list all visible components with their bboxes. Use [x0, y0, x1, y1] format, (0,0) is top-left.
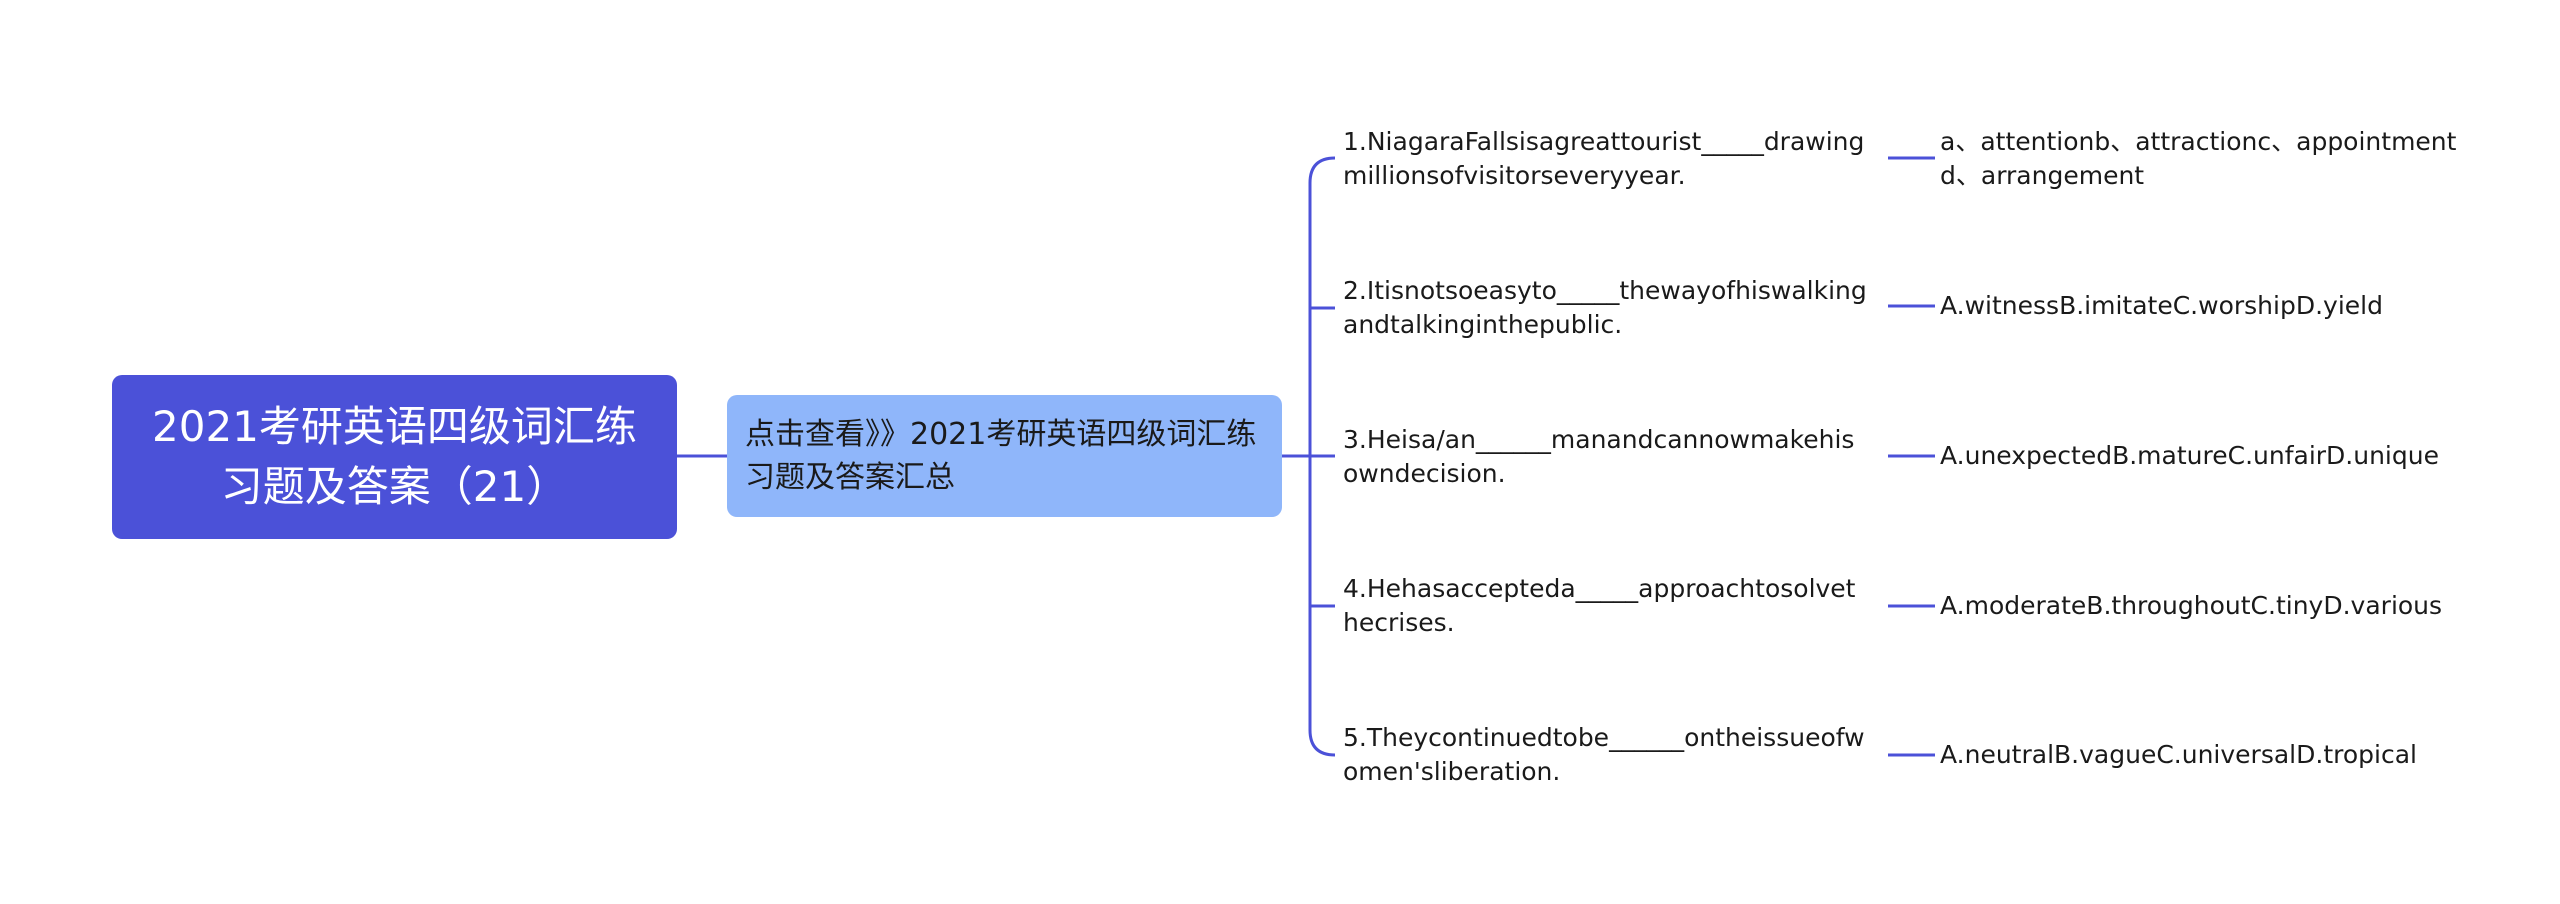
root-topic-label: 2021考研英语四级词汇练习题及答案（21）: [152, 402, 637, 511]
question-4-text: 4.Hehasaccepteda_____approachtosolvethec…: [1343, 574, 1856, 637]
answer-4[interactable]: A.moderateB.throughoutC.tinyD.various: [1940, 589, 2480, 623]
question-3[interactable]: 3.Heisa/an______manandcannowmakehisownde…: [1343, 423, 1868, 491]
question-4[interactable]: 4.Hehasaccepteda_____approachtosolvethec…: [1343, 572, 1868, 640]
answer-4-text: A.moderateB.throughoutC.tinyD.various: [1940, 591, 2443, 620]
question-3-text: 3.Heisa/an______manandcannowmakehisownde…: [1343, 425, 1855, 488]
answer-2[interactable]: A.witnessB.imitateC.worshipD.yield: [1940, 289, 2480, 323]
question-5-text: 5.Theycontinuedtobe______ontheissueofwom…: [1343, 723, 1865, 786]
answer-3-text: A.unexpectedB.matureC.unfairD.unique: [1940, 441, 2439, 470]
question-1-text: 1.NiagaraFallsisagreattourist_____drawin…: [1343, 127, 1865, 190]
summary-link-label: 点击查看》》2021考研英语四级词汇练习题及答案汇总: [745, 417, 1257, 495]
answer-1[interactable]: a、attentionb、attractionc、appointmentd、ar…: [1940, 125, 2480, 193]
answer-5[interactable]: A.neutralB.vagueC.universalD.tropical: [1940, 738, 2480, 772]
question-5[interactable]: 5.Theycontinuedtobe______ontheissueofwom…: [1343, 721, 1868, 789]
question-2-text: 2.Itisnotsoeasyto_____thewayofhiswalking…: [1343, 276, 1867, 339]
summary-link-topic[interactable]: 点击查看》》2021考研英语四级词汇练习题及答案汇总: [727, 395, 1282, 517]
answer-1-text: a、attentionb、attractionc、appointmentd、ar…: [1940, 127, 2457, 190]
answer-5-text: A.neutralB.vagueC.universalD.tropical: [1940, 740, 2417, 769]
branch-trunk: [1308, 156, 1336, 757]
question-2[interactable]: 2.Itisnotsoeasyto_____thewayofhiswalking…: [1343, 274, 1868, 342]
root-topic[interactable]: 2021考研英语四级词汇练习题及答案（21）: [112, 375, 677, 539]
answer-2-text: A.witnessB.imitateC.worshipD.yield: [1940, 291, 2383, 320]
answer-3[interactable]: A.unexpectedB.matureC.unfairD.unique: [1940, 439, 2480, 473]
question-1[interactable]: 1.NiagaraFallsisagreattourist_____drawin…: [1343, 125, 1868, 193]
